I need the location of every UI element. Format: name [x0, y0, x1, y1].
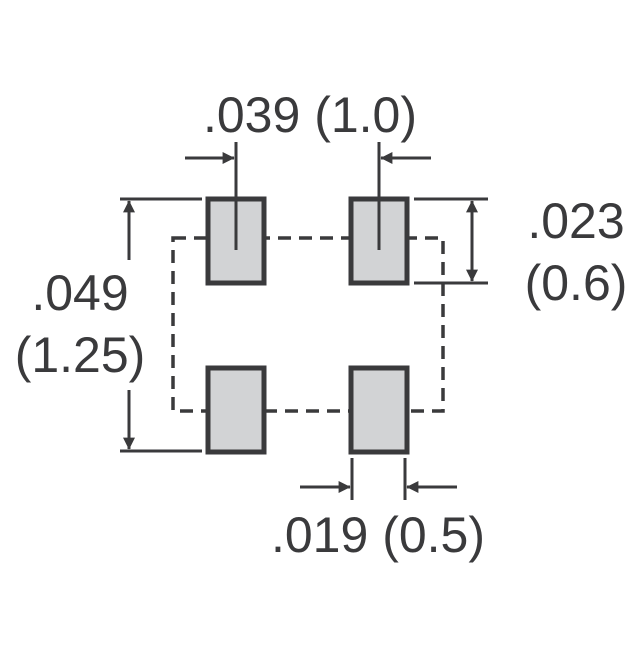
- pad-width-dimension: [300, 458, 457, 500]
- pitch-vertical-mm-label: (1.25): [15, 327, 146, 383]
- pad-bottom-left: [205, 365, 267, 455]
- pitch-vertical-dimension: [120, 197, 202, 453]
- pitch-vertical-inch-label: .049: [31, 265, 128, 321]
- pad-height-inch-label: .023: [527, 193, 624, 249]
- pad-width-label: .019 (0.5): [271, 507, 485, 563]
- pad-bottom-right: [348, 365, 410, 455]
- component-outline: [171, 236, 445, 413]
- pitch-horizontal-dimension: [185, 142, 431, 250]
- pad-height-mm-label: (0.6): [525, 255, 628, 311]
- pitch-horizontal-label: .039 (1.0): [203, 87, 417, 143]
- pad-height-dimension: [414, 197, 488, 285]
